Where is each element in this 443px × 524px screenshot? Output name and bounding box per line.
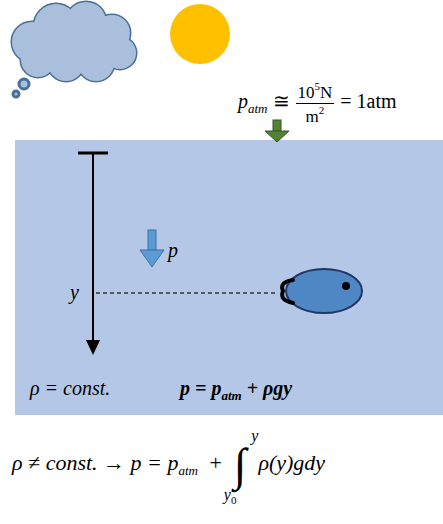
denominator: m2 xyxy=(304,104,327,127)
atm-pressure-text: patm≅105Nm2= 1atm xyxy=(238,80,397,126)
formula-text: ρ = const. xyxy=(30,377,110,399)
density-condition: ρ = const. xyxy=(30,376,110,400)
pressure-label: p xyxy=(168,238,178,262)
variable: y xyxy=(224,486,231,503)
formula-text: ρ(y)gdy xyxy=(258,450,325,475)
subscript: 0 xyxy=(231,494,237,506)
depth-dashed-line xyxy=(96,292,278,294)
subscript: atm xyxy=(178,463,198,478)
integral-sign: ∫ xyxy=(234,442,247,488)
variable: p xyxy=(238,90,248,112)
operator: + xyxy=(208,450,223,475)
depth-label: y xyxy=(70,280,79,304)
pressure-arrow xyxy=(140,230,164,267)
pressure-arrow-atm xyxy=(265,120,289,142)
lower-limit: y0 xyxy=(224,487,237,506)
integral: ∫yy0 xyxy=(234,442,247,488)
exponent: 5 xyxy=(315,80,321,92)
variable: p xyxy=(168,239,178,261)
formula-text: ρ ≠ const. → p = p xyxy=(12,450,178,475)
subscript: atm xyxy=(248,101,268,116)
formula-text: p = p xyxy=(180,377,221,399)
integral-formula: ρ ≠ const. → p = patm + ∫yy0 ρ(y)gdy xyxy=(12,442,325,488)
subscript: atm xyxy=(221,388,241,403)
operator: ≅ xyxy=(273,90,290,112)
variable: y xyxy=(70,281,79,303)
numerator: 105N xyxy=(296,80,335,104)
exponent: 2 xyxy=(319,104,325,116)
cloud xyxy=(12,2,136,97)
fraction: 105Nm2 xyxy=(296,80,335,126)
unit: m xyxy=(306,107,319,126)
formula-text: + ρgy xyxy=(247,377,293,399)
sun xyxy=(170,4,230,64)
fish xyxy=(282,269,362,313)
pressure-formula: p = patm + ρgy xyxy=(180,376,292,404)
depth-axis xyxy=(78,153,108,355)
unit: N xyxy=(320,83,332,102)
water-region xyxy=(15,140,443,415)
number: 10 xyxy=(298,83,315,102)
formula-text: = 1atm xyxy=(340,90,396,112)
upper-limit: y xyxy=(251,428,258,444)
